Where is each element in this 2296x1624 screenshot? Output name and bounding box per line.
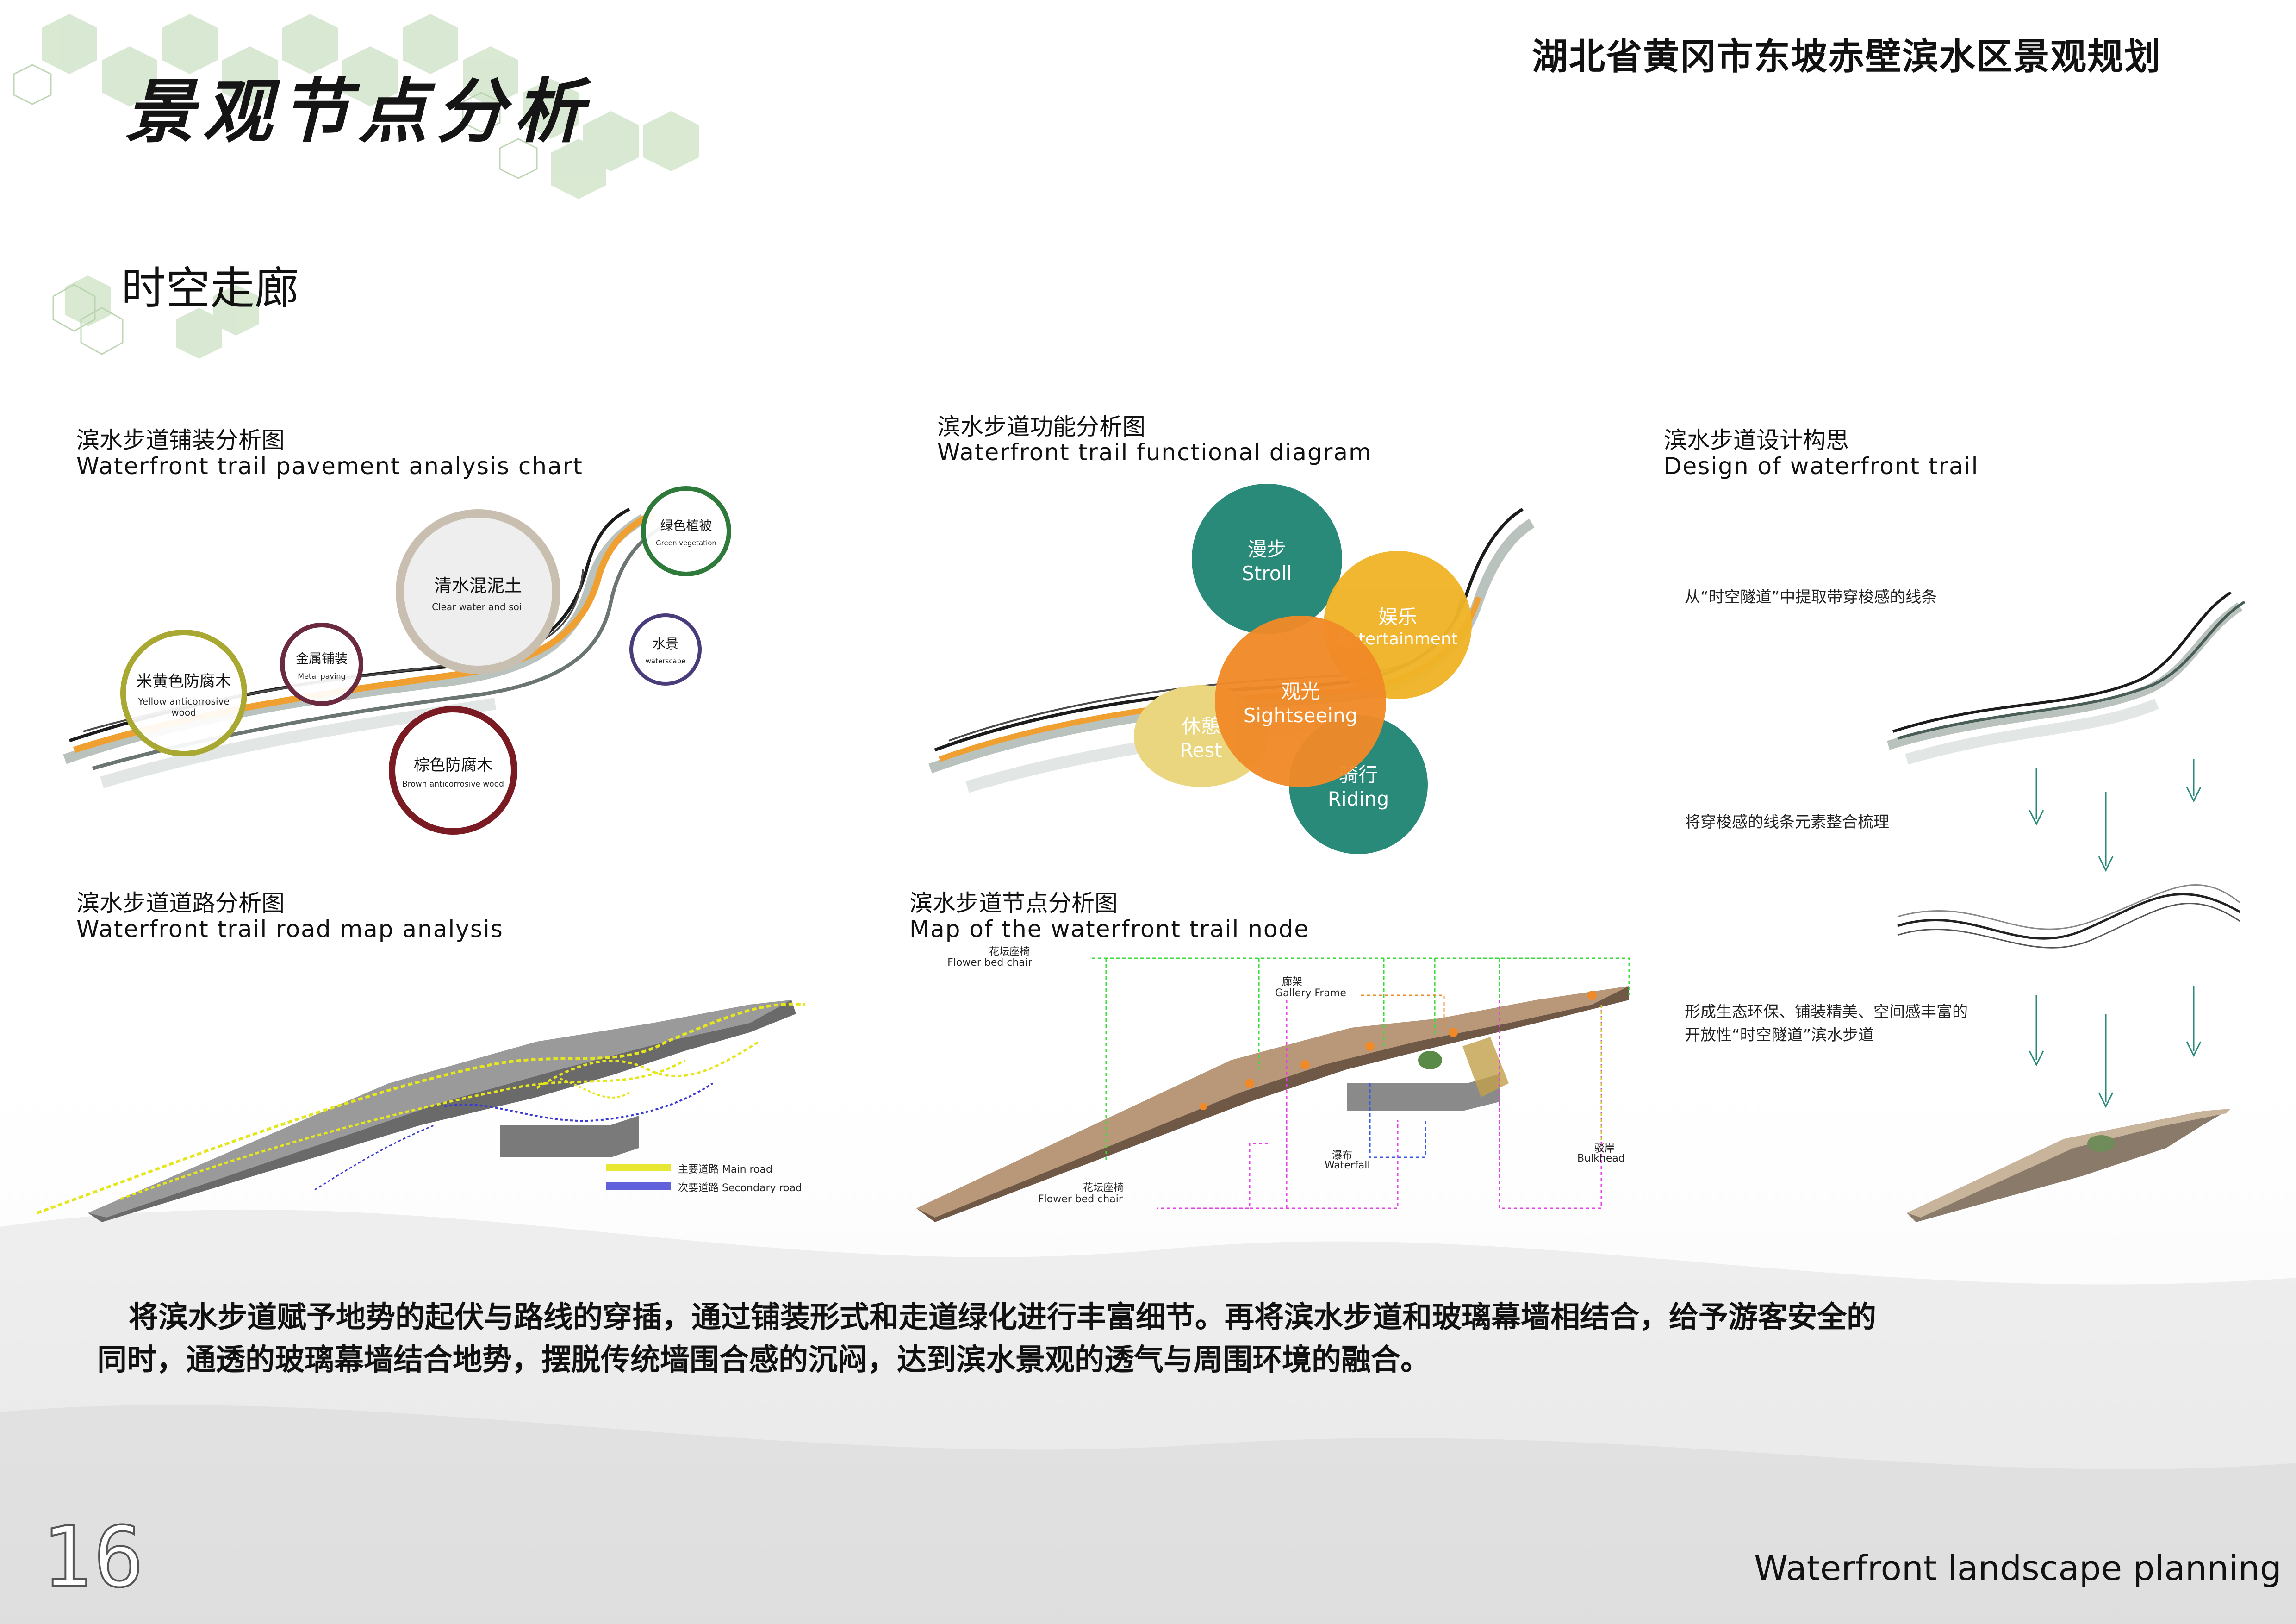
- design-title-cn: 滨水步道设计构思: [1664, 427, 1849, 454]
- node-label-waterfall-cn: 瀑布: [1332, 1150, 1353, 1162]
- pavement-bubble-green: 绿色植被 Green vegetation: [641, 486, 731, 576]
- bubble-label-en: Riding: [1327, 787, 1389, 810]
- bubble-label-cn: 水景: [652, 636, 678, 651]
- node-label-gallery-en: Gallery Frame: [1275, 987, 1346, 999]
- pavement-bubble-metal: 金属铺装 Metal paving: [280, 623, 363, 706]
- function-bubble-stroll: 漫步 Stroll: [1192, 484, 1342, 634]
- bubble-label-en: Stroll: [1242, 562, 1292, 585]
- road-map-graphic: [36, 1000, 806, 1222]
- design-title-en: Design of waterfront trail: [1664, 453, 1979, 480]
- bubble-label-cn: 清水混泥土: [434, 575, 522, 596]
- node-title-cn: 滨水步道节点分析图: [909, 890, 1118, 917]
- road-title-cn: 滨水步道道路分析图: [76, 890, 285, 917]
- node-label-gallery-cn: 廊架: [1282, 976, 1303, 988]
- bubble-label-en: Yellow anticorrosive wood: [138, 695, 230, 718]
- node-label-bulkhead-cn: 驳岸: [1594, 1143, 1615, 1155]
- design-note-3: 形成生态环保、铺装精美、空间感丰富的: [1685, 1003, 1968, 1021]
- design-concept-graphic: [1887, 591, 2246, 1222]
- pavement-bubble-waterscape: 水景 waterscape: [629, 613, 702, 686]
- node-label-flower-bed-top-en: Flower bed chair: [947, 957, 1032, 968]
- hexagon-decor: [42, 14, 699, 359]
- subsection-title: 时空走廊: [121, 262, 299, 314]
- bubble-label-cn: 金属铺装: [295, 650, 348, 666]
- node-label-flower-bed-bottom-cn: 花坛座椅: [1083, 1182, 1124, 1194]
- function-title-cn: 滨水步道功能分析图: [937, 413, 1145, 440]
- bubble-label-cn: 米黄色防腐木: [137, 672, 231, 691]
- node-map-graphic: [916, 957, 1630, 1222]
- node-label-bulkhead-en: Bulkhead: [1577, 1153, 1625, 1164]
- legend-secondary-road: 次要道路 Secondary road: [678, 1182, 802, 1194]
- bubble-label-cn: 休憩: [1181, 715, 1220, 737]
- description-line-1: 将滨水步道赋予地势的起伏与路线的穿插，通过铺装形式和走道绿化进行丰富细节。再将滨…: [129, 1300, 1876, 1335]
- node-label-flower-bed-top-cn: 花坛座椅: [989, 946, 1030, 958]
- bubble-label-en: Sightseeing: [1243, 704, 1358, 727]
- footer-caption: Waterfront landscape planning: [1754, 1549, 2282, 1588]
- bubble-label-cn: 观光: [1281, 680, 1320, 703]
- bubble-label-en: waterscape: [645, 657, 686, 665]
- design-note-1: 从“时空隧道”中提取带穿梭感的线条: [1685, 588, 1937, 606]
- pavement-bubble-brown-wood: 棕色防腐木 Brown anticorrosive wood: [389, 706, 517, 835]
- bubble-label-en: Clear water and soil: [432, 601, 524, 612]
- bubble-label-en: Brown anticorrosive wood: [402, 779, 504, 789]
- bubble-label-en: Rest: [1180, 739, 1222, 762]
- pavement-bubble-yellow-wood: 米黄色防腐木 Yellow anticorrosive wood: [120, 630, 247, 756]
- node-label-flower-bed-bottom-en: Flower bed chair: [1038, 1193, 1123, 1205]
- bubble-label-cn: 绿色植被: [660, 518, 712, 533]
- design-note-4: 开放性“时空隧道”滨水步道: [1685, 1026, 1874, 1044]
- design-note-2: 将穿梭感的线条元素整合梳理: [1685, 813, 1889, 831]
- bubble-label-cn: 漫步: [1247, 537, 1287, 561]
- bubble-label-en: Green vegetation: [656, 538, 716, 547]
- bubble-label-en: Metal paving: [298, 671, 346, 681]
- pavement-title-en: Waterfront trail pavement analysis chart: [76, 453, 583, 480]
- description-line-2: 同时，通透的玻璃幕墙结合地势，摆脱传统墙围合感的沉闷，达到滨水景观的透气与周围环…: [97, 1343, 1430, 1377]
- section-title: 景观节点分析: [125, 71, 592, 152]
- function-title-en: Waterfront trail functional diagram: [937, 439, 1372, 466]
- node-title-en: Map of the waterfront trail node: [909, 916, 1309, 943]
- bubble-label-cn: 娱乐: [1378, 606, 1417, 628]
- legend-main-road: 主要道路 Main road: [678, 1164, 772, 1175]
- road-legend-swatches: [606, 1164, 671, 1190]
- pavement-bubble-concrete: 清水混泥土 Clear water and soil: [396, 509, 560, 674]
- pavement-title-cn: 滨水步道铺装分析图: [76, 427, 285, 454]
- function-bubble-sightseeing: 观光 Sightseeing: [1215, 616, 1386, 787]
- page-number: 16: [41, 1508, 146, 1607]
- node-label-waterfall-en: Waterfall: [1325, 1160, 1370, 1171]
- bubble-label-cn: 棕色防腐木: [414, 756, 492, 775]
- road-title-en: Waterfront trail road map analysis: [76, 916, 504, 943]
- project-title: 湖北省黄冈市东坡赤壁滨水区景观规划: [1532, 36, 2162, 78]
